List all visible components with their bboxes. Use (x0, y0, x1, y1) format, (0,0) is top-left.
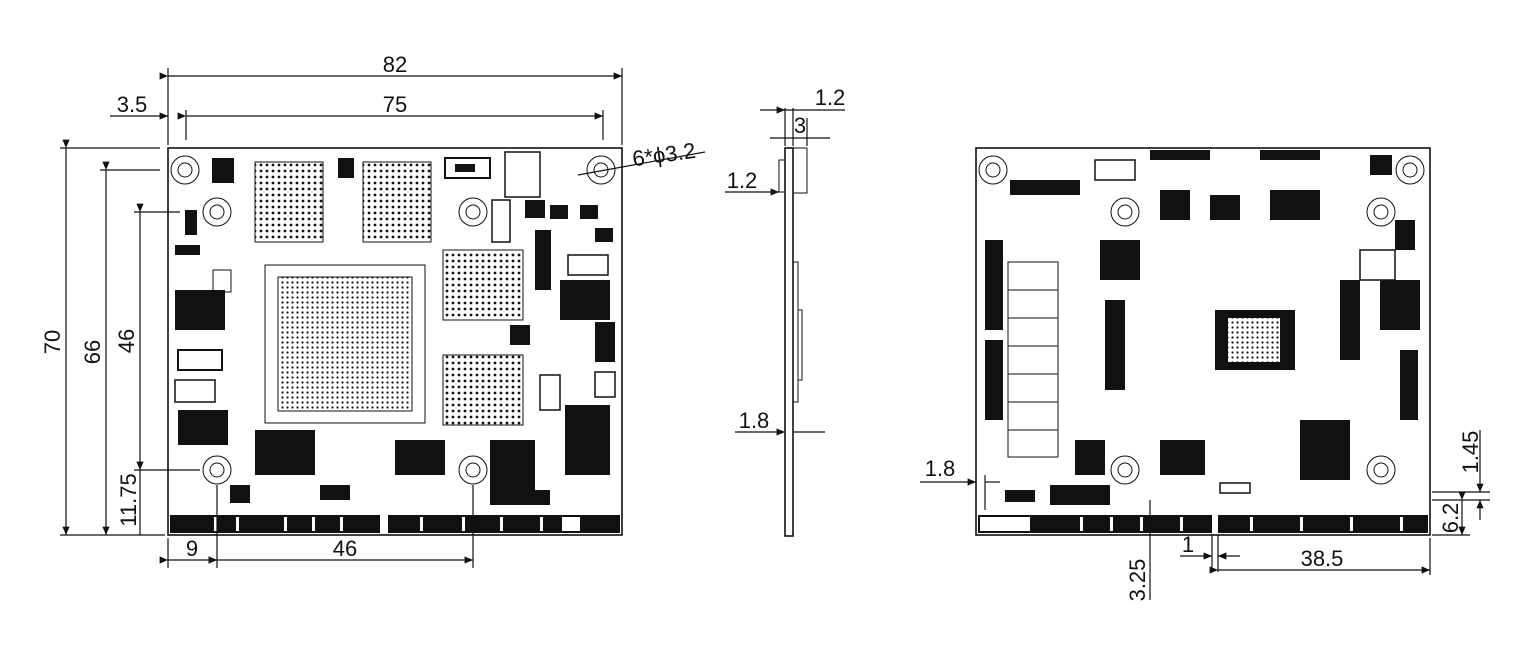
back-board-outline (975, 147, 1431, 536)
front-soc-outline (264, 264, 426, 424)
front-hole-offset-bottom: 11.75 (116, 473, 141, 526)
front-memory-chip-3 (442, 249, 524, 321)
side-component-width: 3 (794, 113, 806, 138)
front-width-overall: 82 (383, 52, 407, 77)
front-memory-chip-2 (362, 161, 432, 243)
back-components (985, 150, 1420, 505)
side-pcb-thickness-label: 1.2 (727, 168, 758, 193)
back-bottom-edge-offset: 1.45 (1458, 431, 1483, 474)
front-components (174, 151, 616, 505)
front-mounting-holes (170, 155, 616, 485)
side-top-component (778, 159, 786, 193)
back-view: 1.8 1.45 6.2 3.25 1 38.5 (920, 147, 1490, 602)
side-bottom-component-height: 1.8 (739, 408, 770, 433)
front-soc-ballgrid (277, 276, 413, 412)
front-hole-spacing-y-inner: 46 (114, 329, 139, 353)
front-height-overall: 70 (40, 330, 65, 354)
front-memory-chip-4 (442, 354, 524, 426)
front-hole-offset-x: 3.5 (117, 92, 148, 117)
back-finger-height: 6.2 (1438, 503, 1463, 534)
back-left-offset: 1.8 (925, 456, 956, 481)
front-edge-offset-left: 9 (186, 536, 198, 561)
back-edge-connector (978, 515, 1428, 533)
front-hole-callout: 6*ϕ3.2 (631, 138, 698, 172)
back-mounting-holes (978, 155, 1425, 485)
back-capacitor-column (1007, 261, 1059, 458)
front-bottom-span: 46 (333, 536, 357, 561)
side-top-component-height: 1.2 (815, 85, 846, 110)
front-memory-chip-1 (254, 161, 324, 243)
back-notch-offset: 3.25 (1125, 559, 1150, 602)
front-edge-connector (170, 515, 620, 533)
side-pcb (784, 147, 794, 537)
side-view: 1.2 3 1.2 1.8 (725, 85, 846, 537)
back-right-span: 38.5 (1301, 546, 1344, 571)
front-view: 82 75 3.5 6*ϕ3.2 70 66 46 11.75 9 46 (40, 52, 706, 568)
back-notch-width: 1 (1182, 532, 1194, 557)
front-hole-spacing-x: 75 (383, 92, 407, 117)
front-hole-spacing-y-outer: 66 (80, 340, 105, 364)
